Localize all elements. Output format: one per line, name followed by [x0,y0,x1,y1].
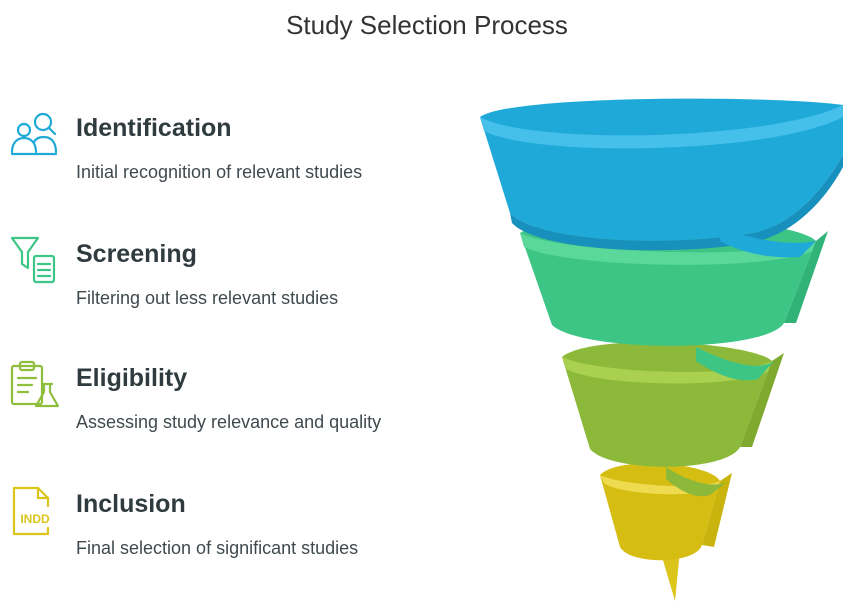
people-search-icon [8,108,62,162]
step-title: Screening [76,240,197,268]
step-inclusion: INDD Inclusion Final selection of signif… [8,484,468,584]
step-description: Final selection of significant studies [76,538,359,558]
step-title: Identification [76,114,232,142]
filter-document-icon [8,234,62,288]
spiral-funnel [470,95,843,601]
step-title: Inclusion [76,490,186,518]
funnel-band-inclusion [600,463,720,561]
step-identification: Identification Initial recognition of re… [8,108,468,208]
step-description: Assessing study relevance and quality [76,412,382,432]
step-title: Eligibility [76,364,188,392]
indd-icon-label: INDD [20,512,50,526]
diagram-title: Study Selection Process [286,10,568,40]
funnel-band-eligibility [562,342,772,467]
clipboard-flask-icon [8,358,62,412]
step-screening: Screening Filtering out less relevant st… [8,234,468,334]
funnel-tip [660,550,680,601]
indd-file-icon: INDD [8,484,62,538]
step-eligibility: Eligibility Assessing study relevance an… [8,358,468,458]
step-description: Filtering out less relevant studies [76,288,339,308]
step-description: Initial recognition of relevant studies [76,162,363,182]
